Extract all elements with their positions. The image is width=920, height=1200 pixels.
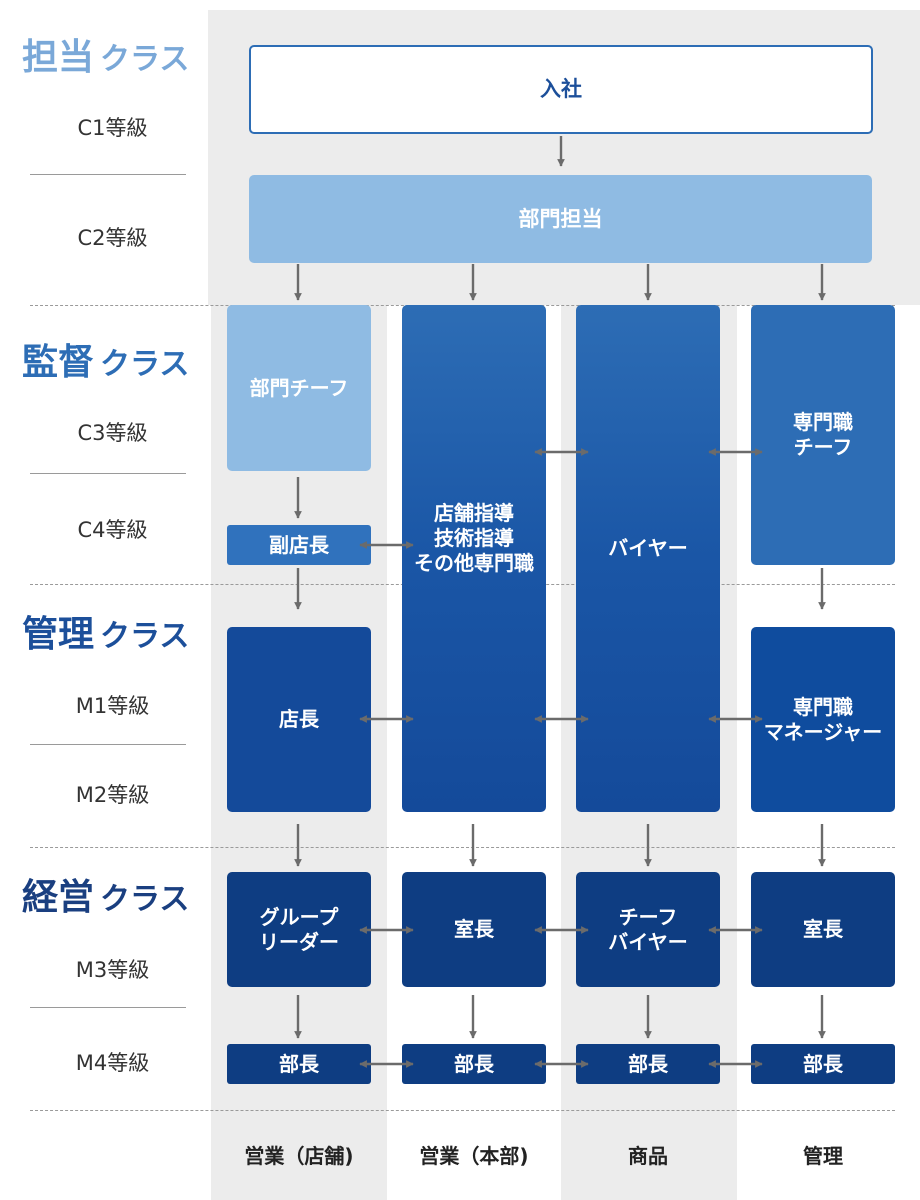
grade-divider (30, 174, 186, 175)
box-bumon-chief: 部門チーフ (227, 305, 371, 471)
box-store-bucho: 部長 (227, 1044, 371, 1084)
class-heading-keiei: 経営クラス (22, 880, 189, 916)
column-label-admin: 管理 (803, 1144, 843, 1168)
class-suffix: クラス (100, 347, 190, 382)
grade-divider (30, 473, 186, 474)
class-heading-tanto: 担当クラス (22, 40, 189, 76)
class-name: 経営 (22, 877, 95, 918)
class-name: 監督 (22, 342, 95, 383)
grade-c1: C1等級 (77, 116, 148, 140)
box-tencho: 店長 (227, 627, 371, 812)
box-bumon-tanto: 部門担当 (249, 175, 872, 263)
box-hq-bucho: 部長 (402, 1044, 546, 1084)
class-divider (30, 1110, 895, 1111)
box-fuku-tencho: 副店長 (227, 525, 371, 565)
class-name: 管理 (22, 614, 95, 655)
grade-m2: M2等級 (75, 783, 150, 807)
column-label-hq: 営業（本部) (419, 1144, 529, 1168)
box-admin-shitsucho: 室長 (751, 872, 895, 987)
class-heading-kanri: 管理クラス (22, 617, 189, 653)
column-label-store: 営業（店舗) (244, 1144, 354, 1168)
box-goods-bucho: 部長 (576, 1044, 720, 1084)
box-group-leader: グループ リーダー (227, 872, 371, 987)
class-divider (30, 847, 895, 848)
grade-c3: C3等級 (77, 421, 148, 445)
class-suffix: クラス (100, 882, 190, 917)
grade-m4: M4等級 (75, 1051, 150, 1075)
box-admin-bucho: 部長 (751, 1044, 895, 1084)
grade-m3: M3等級 (75, 958, 150, 982)
grade-divider (30, 1007, 186, 1008)
class-heading-kantoku: 監督クラス (22, 345, 189, 381)
class-suffix: クラス (100, 619, 190, 654)
column-label-goods: 商品 (628, 1144, 668, 1168)
box-hq-shitsucho: 室長 (402, 872, 546, 987)
box-chief-buyer: チーフ バイヤー (576, 872, 720, 987)
box-tenpo-shido: 店舗指導 技術指導 その他専門職 (402, 305, 546, 812)
grade-c2: C2等級 (77, 226, 148, 250)
box-senmon-manager: 専門職 マネージャー (751, 627, 895, 812)
grade-divider (30, 744, 186, 745)
grade-c4: C4等級 (77, 518, 148, 542)
class-suffix: クラス (100, 42, 190, 77)
box-senmon-chief: 専門職 チーフ (751, 305, 895, 565)
grade-m1: M1等級 (75, 694, 150, 718)
class-name: 担当 (22, 37, 95, 78)
box-nyusha: 入社 (249, 45, 873, 134)
box-buyer: バイヤー (576, 305, 720, 812)
